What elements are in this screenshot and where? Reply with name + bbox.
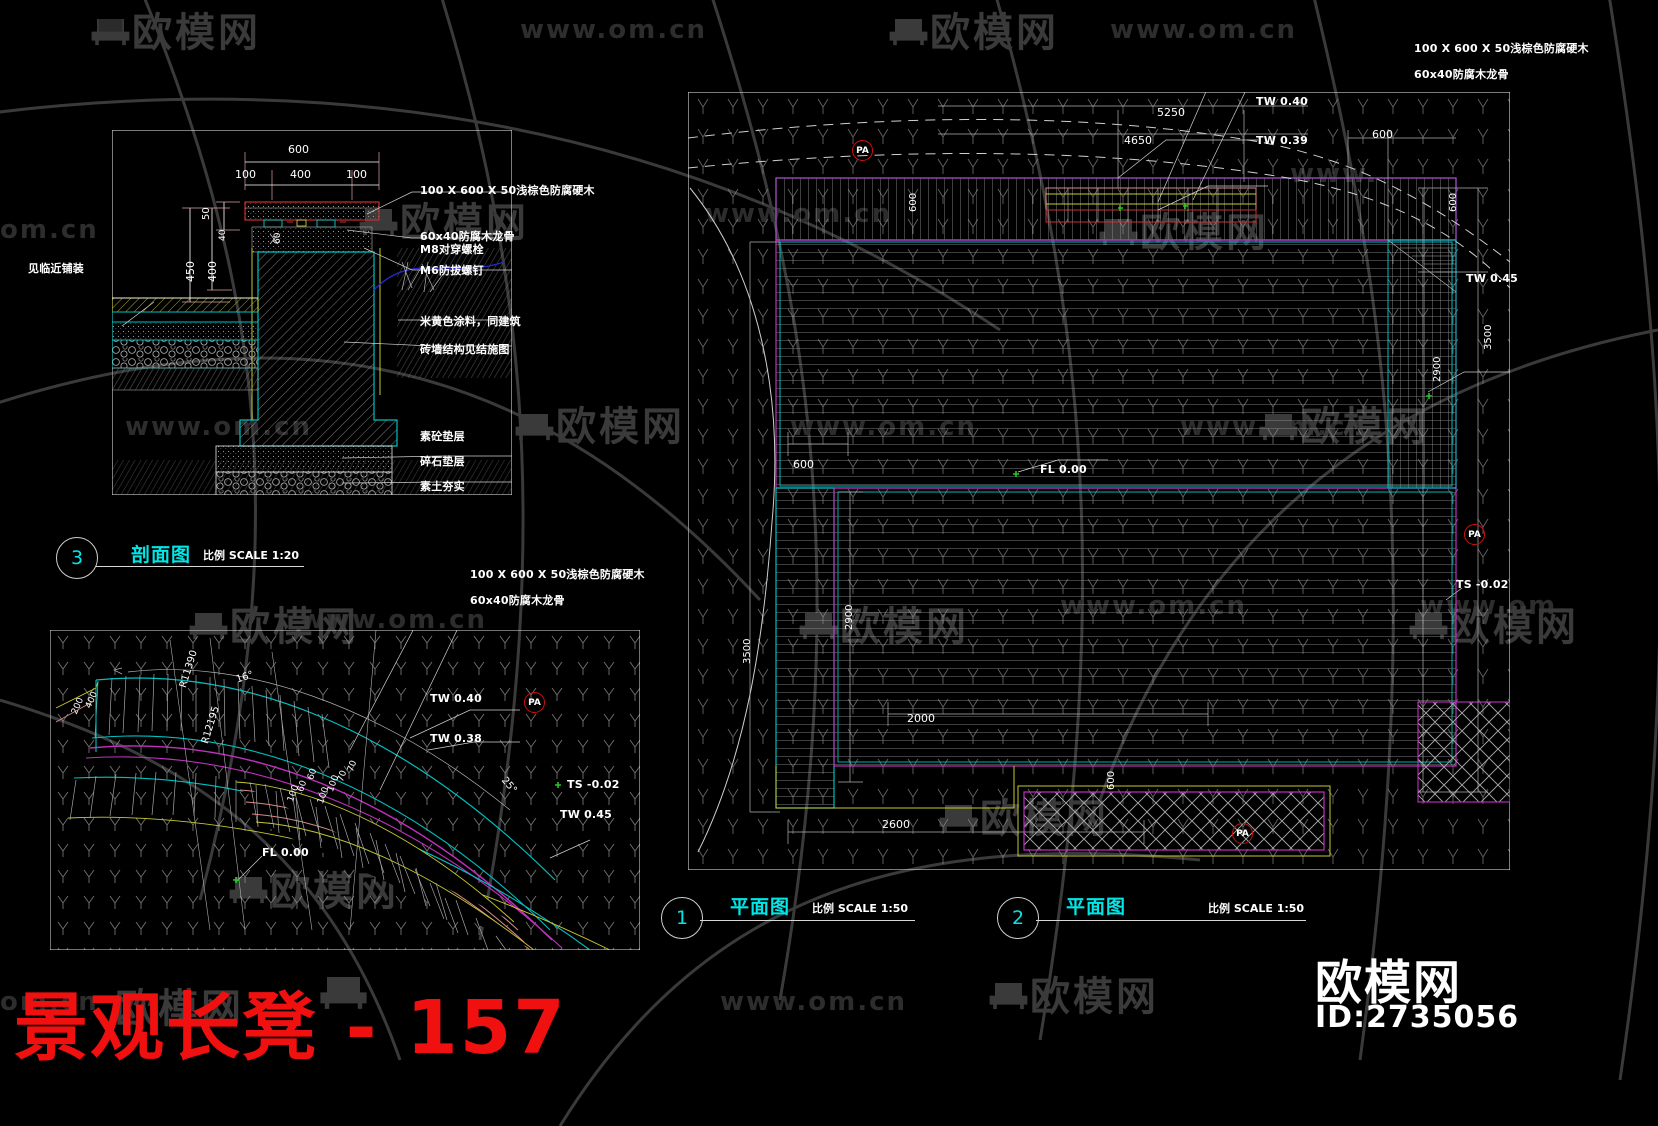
plan1-view-bubble-number: 1 xyxy=(675,907,689,929)
section-dim-height-total: 450 xyxy=(184,261,197,282)
svg-text:www.om.cn: www.om.cn xyxy=(1110,15,1297,45)
curved-callout-1: 60x40防腐木龙骨 xyxy=(470,594,565,607)
section-dim-joist: 40 xyxy=(218,229,228,241)
pa-marker-plan-top-label: PA xyxy=(856,145,869,156)
plan1-view-scale: 比例 SCALE 1:50 xyxy=(812,902,909,915)
pa-marker-plan-right-label: PA xyxy=(1468,529,1481,540)
svg-text:om.cn: om.cn xyxy=(0,215,99,245)
section-callout-5: 砖墙结构见结施图 xyxy=(420,343,510,356)
section-dim-middle: 400 xyxy=(290,168,311,181)
plan1-dim-4650: 4650 xyxy=(1124,134,1152,147)
plan2-title-underline xyxy=(1036,920,1306,922)
svg-text:欧模网: 欧模网 xyxy=(1030,974,1159,1020)
section-callout-3: M6防拔螺钉 xyxy=(420,264,484,277)
section-dim-left-overhang: 100 xyxy=(235,168,256,181)
curved-level-tw038: TW 0.38 xyxy=(430,732,483,745)
curved-bench-plan-drawing xyxy=(50,630,640,950)
section-callout-4: 米黄色涂料，同建筑 xyxy=(420,315,521,328)
section-detail-drawing xyxy=(112,130,512,495)
plan1-view-title: 平面图 xyxy=(730,896,791,918)
plan1-view-bubble[interactable]: 1 xyxy=(661,897,703,939)
plan1-dim-600-right-top: 600 xyxy=(1448,192,1459,212)
plan1-dim-2900-right: 2900 xyxy=(1432,356,1443,382)
svg-text:欧模网: 欧模网 xyxy=(556,404,685,450)
section-left-note: 见临近铺装 xyxy=(28,262,84,275)
svg-text:www.om.cn: www.om.cn xyxy=(520,15,707,45)
section-dim-right-overhang: 100 xyxy=(346,168,367,181)
curved-callout-0: 100 X 600 X 50浅棕色防腐硬木 xyxy=(470,568,645,581)
section-view-bubble[interactable]: 3 xyxy=(56,537,98,579)
pa-marker-plan-top[interactable]: PA xyxy=(852,140,873,161)
pa-marker-plan-bottom[interactable]: PA xyxy=(1232,823,1253,844)
plan1-dim-600-mid: 600 xyxy=(793,458,814,471)
plan1-callout-1: 60x40防腐木龙骨 xyxy=(1414,68,1509,81)
model-id-label: ID:2735056 xyxy=(1315,1000,1520,1035)
plan1-dim-2000: 2000 xyxy=(907,712,935,725)
section-callout-0: 100 X 600 X 50浅棕色防腐硬木 xyxy=(420,184,595,197)
pa-marker-plan-bottom-label: PA xyxy=(1236,828,1249,839)
plan1-dim-600-left-top: 600 xyxy=(908,192,919,212)
pa-marker-plan-right[interactable]: PA xyxy=(1464,524,1485,545)
plan1-dim-3500-left: 3500 xyxy=(742,638,753,664)
plan1-level-tw040: TW 0.40 xyxy=(1256,95,1309,108)
section-view-title: 剖面图 xyxy=(131,544,192,566)
curved-level-tw045: TW 0.45 xyxy=(560,808,613,821)
curved-ts-leader xyxy=(555,782,561,788)
site-logo-text: 欧模网 xyxy=(1315,956,1462,1011)
section-callout-8: 素土夯实 xyxy=(420,480,465,493)
plan1-level-tw045: TW 0.45 xyxy=(1466,272,1519,285)
plan1-callout-0: 100 X 600 X 50浅棕色防腐硬木 xyxy=(1414,42,1589,55)
curved-level-tw040: TW 0.40 xyxy=(430,692,483,705)
plan1-dim-2600: 2600 xyxy=(882,818,910,831)
curved-level-ts002: TS -0.02 xyxy=(567,778,620,791)
curved-level-fl000: FL 0.00 xyxy=(262,846,309,859)
plan1-dim-5250: 5250 xyxy=(1157,106,1185,119)
plan1-dim-2900-left: 2900 xyxy=(844,604,855,630)
plan2-view-bubble[interactable]: 2 xyxy=(997,897,1039,939)
section-dim-plank-thickness: 50 xyxy=(201,207,212,220)
section-dim-total-width: 600 xyxy=(288,143,309,156)
main-plan-drawing xyxy=(688,92,1510,870)
plan1-level-fl000: FL 0.00 xyxy=(1040,463,1087,476)
plan2-view-scale: 比例 SCALE 1:50 xyxy=(1208,902,1305,915)
pa-marker-curved[interactable]: PA xyxy=(524,692,545,713)
plan1-level-ts002: TS -0.02 xyxy=(1456,578,1509,591)
section-view-bubble-number: 3 xyxy=(70,547,84,569)
plan1-dim-600-bottom: 600 xyxy=(1106,770,1117,790)
sheet-red-title: 景观长凳 - 157 xyxy=(14,985,567,1071)
plan1-dim-600-top: 600 xyxy=(1372,128,1393,141)
svg-text:欧模网: 欧模网 xyxy=(132,10,261,56)
svg-text:www.om.cn: www.om.cn xyxy=(720,987,907,1017)
plan2-view-title: 平面图 xyxy=(1066,896,1127,918)
plan1-dim-3500-right: 3500 xyxy=(1483,324,1494,350)
section-view-scale: 比例 SCALE 1:20 xyxy=(203,549,300,562)
plan1-title-underline xyxy=(700,920,915,922)
ts-leader-plan xyxy=(1445,587,1463,601)
section-callout-2: M8对穿螺栓 xyxy=(420,243,484,256)
section-callout-6: 素砼垫层 xyxy=(420,430,465,443)
section-callout-1: 60x40防腐木龙骨 xyxy=(420,230,515,243)
curved-fl-leader xyxy=(233,855,263,883)
pa-marker-curved-label: PA xyxy=(528,697,541,708)
section-dim-height-wall: 400 xyxy=(206,261,219,282)
svg-text:欧模网: 欧模网 xyxy=(930,10,1059,56)
plan1-level-tw039: TW 0.39 xyxy=(1256,134,1309,147)
plan2-view-bubble-number: 2 xyxy=(1011,907,1025,929)
section-title-underline xyxy=(96,566,304,568)
section-callout-7: 碎石垫层 xyxy=(420,455,465,468)
section-dim-joist2: 60 xyxy=(273,232,283,244)
